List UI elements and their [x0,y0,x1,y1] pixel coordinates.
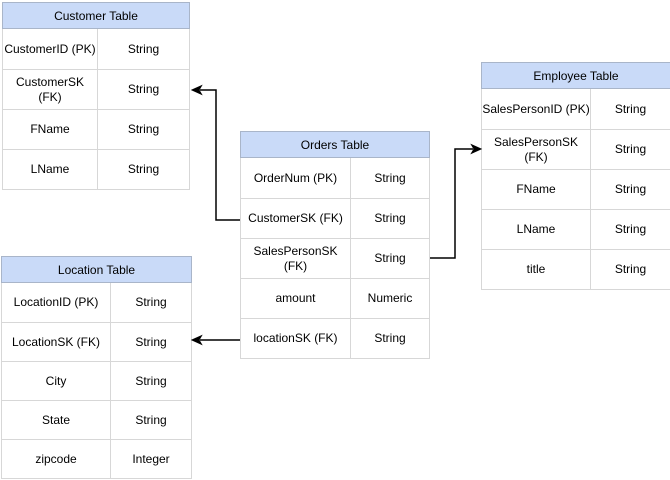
field-cell: amount [241,279,351,318]
table-row: LocationSK (FK) String [2,322,191,361]
customer-table-body: CustomerID (PK) String CustomerSK (FK) S… [2,29,190,190]
type-cell: Numeric [367,291,413,305]
type-cell: String [374,251,406,265]
field-cell: CustomerSK (FK) [241,199,351,238]
table-row: FName String [482,169,670,209]
field-cell: FName [3,110,98,149]
orders-table-header: Orders Table [240,131,430,158]
field-cell: State [2,401,111,439]
field-cell: SalesPersonSK (FK) [482,130,591,169]
table-row: FName String [3,109,189,149]
field-cell: CustomerID (PK) [3,29,98,69]
type-cell: String [127,41,160,56]
customer-table-header: Customer Table [2,2,190,29]
orders-table-body: OrderNum (PK) String CustomerSK (FK) Str… [240,158,430,359]
field-cell: LName [3,150,98,189]
connector-orders-to-employee [430,143,483,259]
orders-table: Orders Table OrderNum (PK) String Custom… [240,131,430,359]
type-cell: String [614,222,647,236]
table-row: SalesPersonSK (FK) String [482,129,670,169]
field-cell: SalesPersonSK (FK) [241,239,351,278]
type-cell: String [127,122,160,136]
type-cell: String [374,211,406,225]
type-cell: String [374,331,406,345]
type-cell: String [135,334,167,349]
arrowhead-left [190,84,203,96]
customer-table: Customer Table CustomerID (PK) String Cu… [2,2,190,190]
connector-orders-to-location [190,334,240,346]
type-cell: String [614,101,647,116]
table-title: Orders Table [300,137,370,152]
type-cell: String [127,82,160,96]
type-cell: Integer [132,451,170,466]
table-row: OrderNum (PK) String [241,158,429,198]
table-row: LName String [3,149,189,189]
arrowhead-left [190,334,203,346]
field-cell: zipcode [2,440,111,478]
table-row: CustomerID (PK) String [3,29,189,69]
table-title: Employee Table [533,68,619,83]
location-table-body: LocationID (PK) String LocationSK (FK) S… [1,283,192,479]
employee-table: Employee Table SalesPersonID (PK) String… [481,62,670,290]
arrowhead-right [470,143,483,155]
table-row: SalesPersonSK (FK) String [241,238,429,278]
table-row: State String [2,400,191,439]
type-cell: String [614,182,647,196]
type-cell: String [135,373,167,388]
field-cell: LName [482,210,591,249]
type-cell: String [135,295,167,309]
field-cell: CustomerSK (FK) [3,70,98,109]
field-cell: LocationSK (FK) [2,323,111,361]
table-row: CustomerSK (FK) String [3,69,189,109]
field-cell: LocationID (PK) [2,283,111,322]
field-cell: SalesPersonID (PK) [482,89,591,129]
type-cell: String [614,142,647,156]
type-cell: String [127,162,160,176]
type-cell: String [135,412,167,427]
table-row: LName String [482,209,670,249]
location-table: Location Table LocationID (PK) String Lo… [1,256,192,479]
table-row: City String [2,361,191,400]
field-cell: City [2,362,111,400]
field-cell: locationSK (FK) [241,319,351,358]
table-row: LocationID (PK) String [2,283,191,322]
table-row: SalesPersonID (PK) String [482,89,670,129]
field-cell: FName [482,170,591,209]
table-row: locationSK (FK) String [241,318,429,358]
connector-orders-to-customer [190,84,240,221]
type-cell: String [374,170,406,185]
table-row: CustomerSK (FK) String [241,198,429,238]
type-cell: String [614,262,647,276]
table-row: title String [482,249,670,289]
field-cell: title [482,250,591,289]
location-table-header: Location Table [1,256,192,283]
field-cell: OrderNum (PK) [241,158,351,198]
table-title: Customer Table [54,8,138,23]
table-row: zipcode Integer [2,439,191,478]
table-title: Location Table [57,262,136,277]
employee-table-body: SalesPersonID (PK) String SalesPersonSK … [481,89,670,290]
employee-table-header: Employee Table [481,62,670,89]
table-row: amount Numeric [241,278,429,318]
